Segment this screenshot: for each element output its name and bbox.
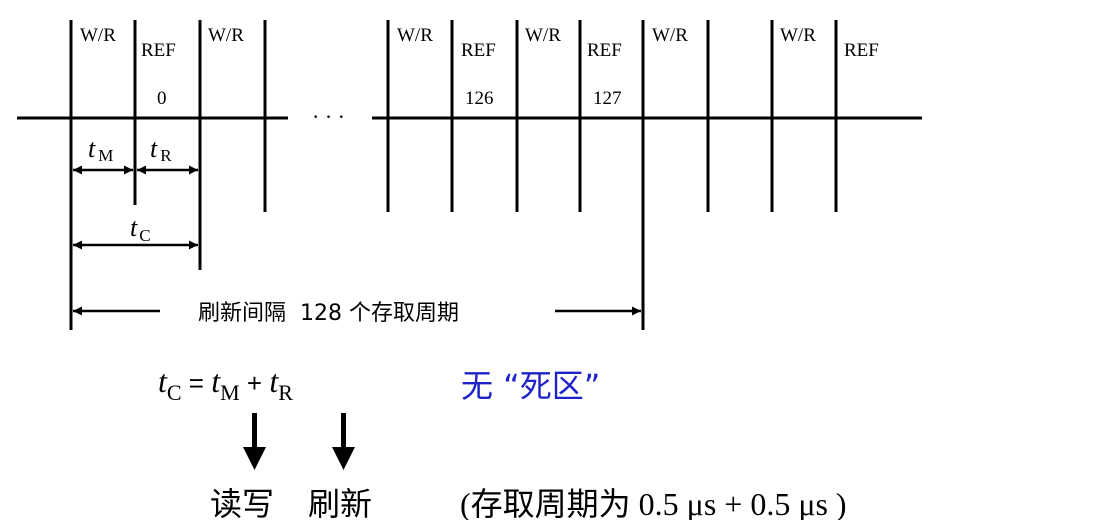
slot-r5-label: W/R [780,25,816,46]
slot-r4-label: W/R [652,25,688,46]
slot-1-index: 0 [157,88,167,109]
slot-r3-label: REF [587,40,622,61]
slot-1-label: REF [141,40,176,61]
slot-2-label: W/R [208,25,244,46]
slot-r6-label: REF [844,40,879,61]
refresh-down-arrow-icon [332,413,355,470]
slot-r2-label: W/R [525,25,561,46]
down-arrows [243,413,355,470]
refresh-caption: 刷新 [308,485,372,520]
cycle-formula: tC = tM + tR [158,363,293,405]
slot-labels-right: W/R REF 126 W/R REF 127 W/R W/R REF [397,25,879,109]
no-dead-zone-label: 无 “死区” [461,367,600,405]
slot-r1-label: REF [461,40,496,61]
interval-label: 刷新间隔 128 个存取周期 [198,301,459,326]
slot-labels-left: W/R REF 0 W/R [80,25,244,109]
slot-r3-index: 127 [593,88,622,109]
read-write-down-arrow-icon [243,413,266,470]
ellipsis: · · · [312,104,345,129]
slot-0-label: W/R [80,25,116,46]
read-write-caption: 读写 [210,485,274,520]
slot-r0-label: W/R [397,25,433,46]
cycle-note: (存取周期为 0.5 μs + 0.5 μs ) [460,486,847,520]
slot-r1-index: 126 [465,88,494,109]
slot-boundaries [69,20,838,330]
